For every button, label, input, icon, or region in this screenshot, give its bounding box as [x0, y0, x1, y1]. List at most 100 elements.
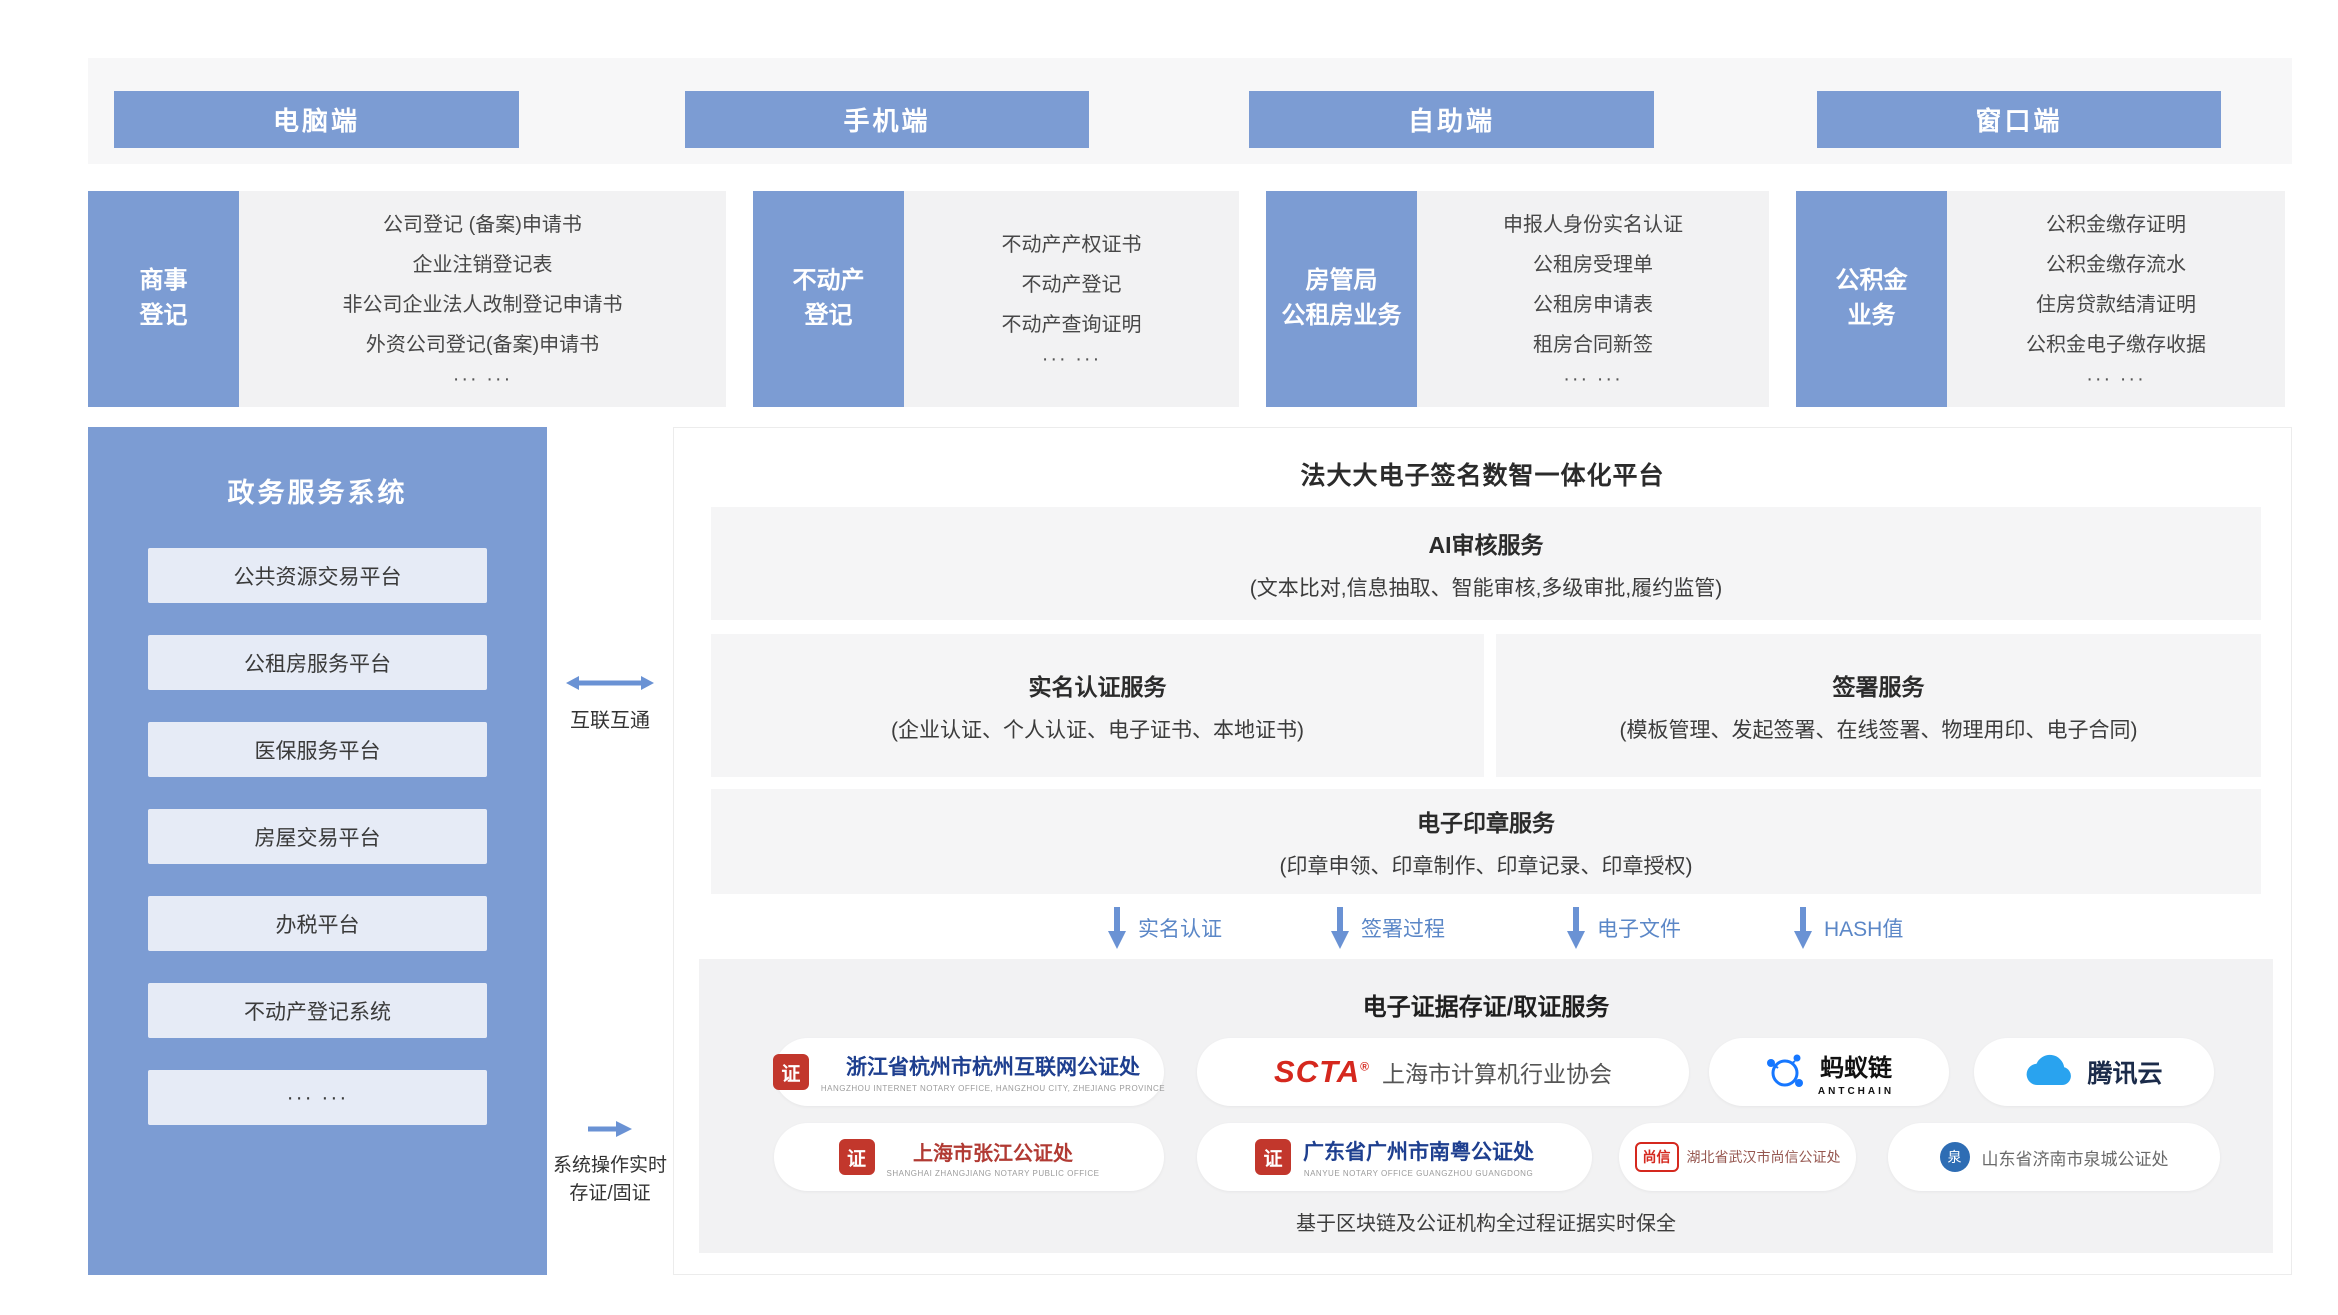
interlink-label: 互联互通: [570, 710, 650, 732]
org-antchain: 蚂蚁链 ANTCHAIN: [1709, 1038, 1949, 1106]
gov-item-tax: 办税平台: [148, 896, 487, 951]
ellipsis: ··· ···: [1563, 367, 1623, 390]
gov-item-public-rental: 公租房服务平台: [148, 635, 487, 690]
list-item: 非公司企业法人改制登记申请书: [342, 293, 623, 316]
list-item: 外资公司登记(备案)申请书: [365, 333, 600, 356]
gov-panel-title: 政务服务系统: [227, 478, 408, 508]
flow-signing-process: 签署过程: [1329, 904, 1445, 952]
right-arrow-icon: [588, 1121, 632, 1137]
evidence-caption: 基于区块链及公证机构全过程证据实时保全: [1296, 1213, 1676, 1235]
list-item: 申报人身份实名认证: [1503, 213, 1683, 236]
scta-logo-icon: SCTA®: [1274, 1054, 1370, 1090]
group-real-estate: 不动产 登记 不动产产权证书 不动产登记 不动产查询证明 ··· ···: [753, 191, 1239, 407]
group-label-line: 公租房业务: [1281, 302, 1402, 329]
group-label-line: 登记: [139, 302, 188, 329]
ai-review-service-box: AI审核服务 (文本比对,信息抽取、智能审核,多级审批,履约监管): [711, 507, 2261, 620]
org-subtitle: ANTCHAIN: [1817, 1085, 1895, 1097]
down-arrow-icon: [1567, 907, 1585, 949]
group-label-line: 商事: [139, 267, 188, 295]
gov-item-real-estate-registration: 不动产登记系统: [148, 983, 487, 1038]
gov-item-housing-trade: 房屋交易平台: [148, 809, 487, 864]
list-item: 公积金缴存证明: [2046, 213, 2186, 236]
group-items: 不动产产权证书 不动产登记 不动产查询证明 ··· ···: [904, 191, 1239, 407]
service-subtitle: (模板管理、发起签署、在线签署、物理用印、电子合同): [1619, 718, 2138, 742]
group-label: 不动产 登记: [753, 191, 904, 407]
system-evidence-connector: 系统操作实时 存证/固证: [547, 1118, 673, 1207]
org-subtitle: NANYUE NOTARY OFFICE GUANGZHOU GUANGDONG: [1303, 1169, 1534, 1178]
gov-item-ellipsis: ··· ···: [148, 1070, 487, 1125]
ellipsis: ··· ···: [2086, 367, 2146, 390]
list-item: 租房合同新签: [1533, 333, 1653, 356]
evidence-title: 电子证据存证/取证服务: [1362, 994, 1610, 1021]
eseal-service-box: 电子印章服务 (印章申领、印章制作、印章记录、印章授权): [711, 789, 2261, 894]
list-item: 不动产登记: [1021, 273, 1122, 296]
group-label: 公积金 业务: [1796, 191, 1947, 407]
down-arrow-icon: [1331, 907, 1349, 949]
list-item: 不动产查询证明: [1001, 313, 1142, 336]
org-hangzhou-internet-notary: 证 浙江省杭州市杭州互联网公证处 HANGZHOU INTERNET NOTAR…: [772, 1038, 1165, 1106]
org-text: 浙江省杭州市杭州互联网公证处 HANGZHOU INTERNET NOTARY …: [821, 1051, 1165, 1093]
org-quancheng-notary: 泉 山东省济南市泉城公证处: [1888, 1123, 2220, 1191]
fadada-platform-panel: 法大大电子签名数智一体化平台 AI审核服务 (文本比对,信息抽取、智能审核,多级…: [673, 427, 2292, 1275]
org-name: 蚂蚁链: [1820, 1054, 1892, 1082]
list-item: 不动产产权证书: [1001, 233, 1142, 256]
flow-hash: HASH值: [1792, 904, 1903, 952]
flow-label: HASH值: [1824, 918, 1904, 941]
service-subtitle: (企业认证、个人认证、电子证书、本地证书): [891, 718, 1304, 742]
service-title: AI审核服务: [1428, 531, 1544, 558]
flow-label: 电子文件: [1597, 918, 1681, 941]
group-label-line: 公积金: [1835, 267, 1908, 295]
group-label: 房管局 公租房业务: [1266, 191, 1417, 407]
flow-realname: 实名认证: [1106, 904, 1222, 952]
group-label-line: 登记: [804, 302, 853, 329]
flow-label: 实名认证: [1138, 918, 1222, 941]
realname-auth-service-box: 实名认证服务 (企业认证、个人认证、电子证书、本地证书): [711, 634, 1484, 777]
service-subtitle: (印章申领、印章制作、印章记录、印章授权): [1279, 854, 1693, 878]
org-subtitle: SHANGHAI ZHANGJIANG NOTARY PUBLIC OFFICE: [886, 1168, 1100, 1178]
ellipsis: ··· ···: [1041, 347, 1102, 370]
org-shangxin-notary: 尚信 湖北省武汉市尚信公证处: [1619, 1123, 1856, 1191]
service-title: 实名认证服务: [1028, 673, 1167, 700]
notary-seal-icon: 证: [1255, 1139, 1291, 1175]
gov-item-public-resources: 公共资源交易平台: [148, 548, 487, 603]
group-label: 商事 登记: [88, 191, 239, 407]
label-line: 存证/固证: [569, 1182, 651, 1204]
signing-service-box: 签署服务 (模板管理、发起签署、在线签署、物理用印、电子合同): [1496, 634, 2261, 777]
double-arrow-icon: [566, 676, 654, 690]
org-tencent-cloud: 腾讯云: [1974, 1038, 2214, 1106]
service-title: 签署服务: [1832, 673, 1925, 700]
group-items: 申报人身份实名认证 公租房受理单 公租房申请表 租房合同新签 ··· ···: [1417, 191, 1769, 407]
org-text: 上海市张江公证处 SHANGHAI ZHANGJIANG NOTARY PUBL…: [887, 1137, 1100, 1178]
org-name: 浙江省杭州市杭州互联网公证处: [846, 1056, 1140, 1079]
group-public-rental: 房管局 公租房业务 申报人身份实名认证 公租房受理单 公租房申请表 租房合同新签…: [1266, 191, 1769, 407]
flow-efile: 电子文件: [1565, 904, 1681, 952]
group-provident-fund: 公积金 业务 公积金缴存证明 公积金缴存流水 住房贷款结清证明 公积金电子缴存收…: [1796, 191, 2285, 407]
label-line: 系统操作实时: [552, 1155, 667, 1176]
system-evidence-label: 系统操作实时 存证/固证: [547, 1152, 673, 1207]
shangxin-logo-icon: 尚信: [1634, 1142, 1679, 1172]
org-shanghai-computer-association: SCTA® 上海市计算机行业协会: [1197, 1038, 1689, 1106]
group-business-registration: 商事 登记 公司登记 (备案)申请书 企业注销登记表 非公司企业法人改制登记申请…: [88, 191, 726, 407]
channel-self-service: 自助端: [1249, 91, 1654, 148]
org-nanyue-notary: 证 广东省广州市南粤公证处 NANYUE NOTARY OFFICE GUANG…: [1197, 1123, 1592, 1191]
group-label-line: 房管局: [1305, 267, 1378, 295]
service-subtitle: (文本比对,信息抽取、智能审核,多级审批,履约监管): [1249, 576, 1723, 600]
flow-label: 签署过程: [1361, 918, 1445, 941]
logo-text: SCTA: [1274, 1054, 1361, 1089]
list-item: 公司登记 (备案)申请书: [383, 213, 582, 236]
registered-mark: ®: [1360, 1059, 1370, 1074]
org-name: 山东省济南市泉城公证处: [1981, 1149, 2169, 1169]
org-name: 湖北省武汉市尚信公证处: [1686, 1149, 1841, 1165]
group-items: 公积金缴存证明 公积金缴存流水 住房贷款结清证明 公积金电子缴存收据 ··· ·…: [1947, 191, 2285, 407]
channel-counter: 窗口端: [1817, 91, 2221, 148]
list-item: 公租房受理单: [1533, 253, 1653, 276]
org-subtitle: HANGZHOU INTERNET NOTARY OFFICE, HANGZHO…: [820, 1084, 1166, 1093]
platform-title: 法大大电子签名数智一体化平台: [1300, 462, 1665, 490]
gov-item-medical-insurance: 医保服务平台: [148, 722, 487, 777]
org-name: 上海市计算机行业协会: [1381, 1061, 1612, 1087]
notary-seal-icon: 证: [838, 1139, 875, 1175]
cloud-icon: [2027, 1054, 2072, 1086]
ellipsis: ··· ···: [452, 367, 513, 390]
evidence-section: 电子证据存证/取证服务 证 浙江省杭州市杭州互联网公证处 HANGZHOU IN…: [699, 959, 2273, 1253]
